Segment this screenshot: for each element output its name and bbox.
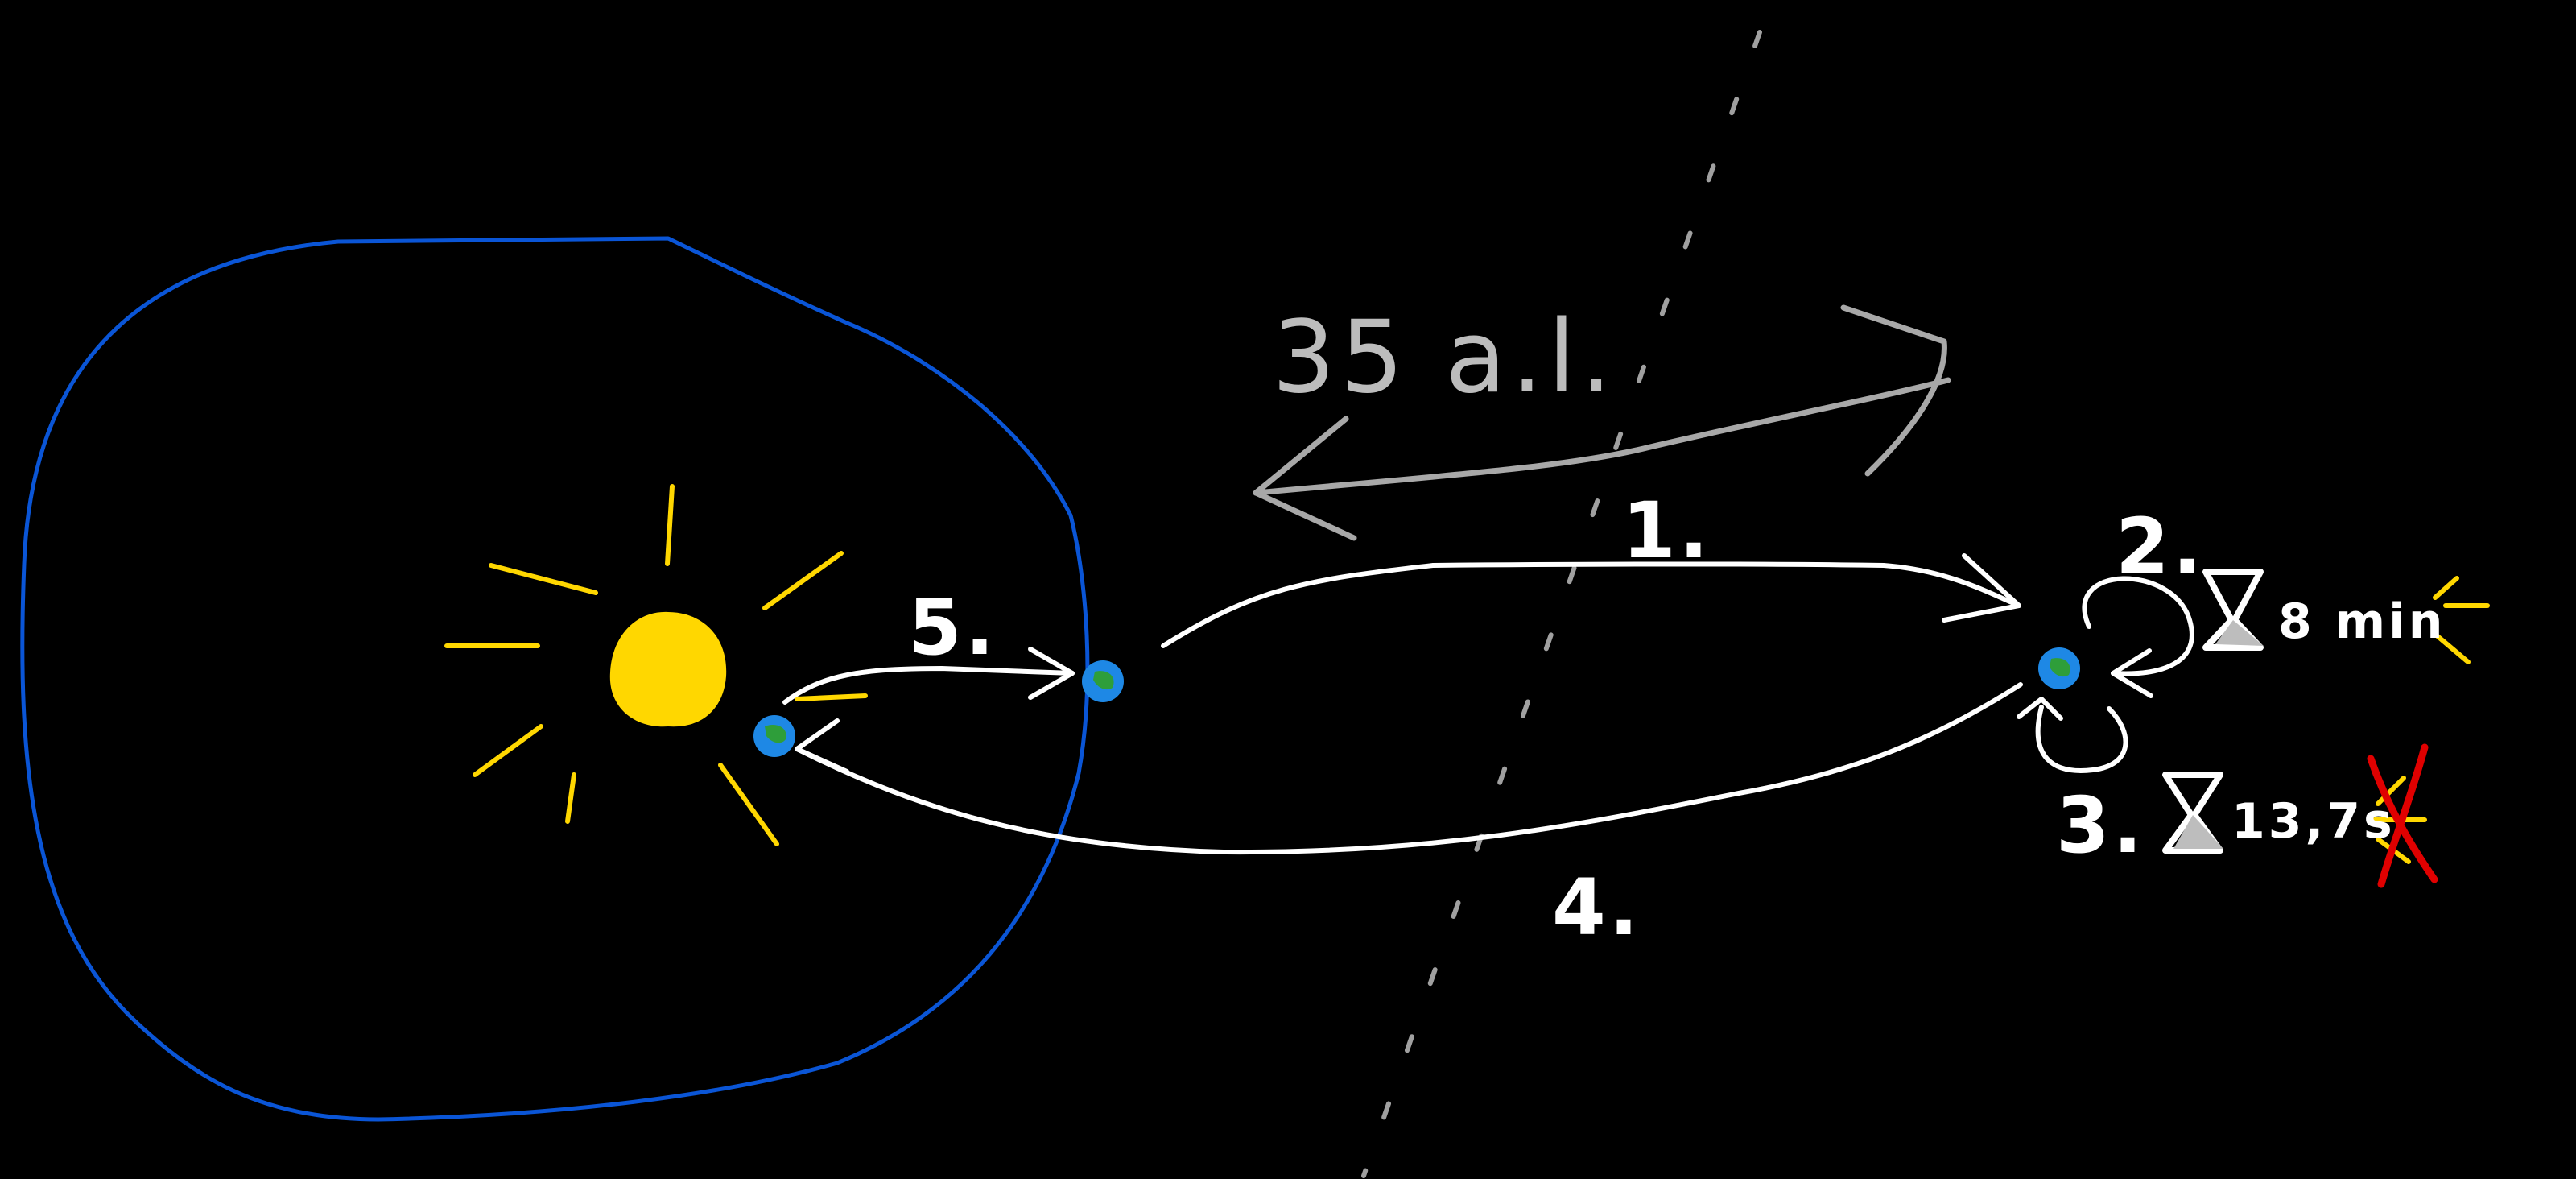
- time-label-step-2: 8 min: [2278, 594, 2446, 650]
- earth-icon-destination: [2038, 647, 2080, 689]
- path-step-4: [795, 682, 2023, 855]
- earth-icon-home: [753, 715, 795, 757]
- sun-icon: [444, 484, 868, 846]
- arrowhead-step-2: [2111, 648, 2153, 698]
- step-label-5: 5.: [908, 582, 997, 672]
- distance-label: 35 a.l.: [1272, 300, 1616, 416]
- distance-arrow-shaft: [1253, 377, 1951, 496]
- earth-icon-departure: [1082, 660, 1124, 702]
- hourglass-icon-step-2: [2202, 569, 2264, 651]
- path-step-5: [782, 666, 1075, 705]
- loop-step-3: [2035, 705, 2128, 773]
- dashed-boundary-line: [1361, 30, 1762, 1178]
- arrowhead-step-3: [2017, 697, 2063, 721]
- orbit-outline: [20, 236, 1090, 1122]
- arrowhead-step-5: [1028, 647, 1075, 700]
- distance-arrow: [1253, 304, 1951, 541]
- distance-arrow-head-right: [1840, 304, 1947, 477]
- path-step-1: [1161, 561, 2021, 648]
- light-rays-step-2: [2433, 576, 2490, 664]
- step-label-3: 3.: [2056, 780, 2145, 871]
- sun-body: [609, 611, 727, 727]
- distance-arrow-head-left: [1253, 416, 1357, 541]
- loop-step-2: [2082, 576, 2194, 676]
- cross-mark-icon: [2367, 743, 2438, 888]
- travel-paths: [782, 553, 2194, 855]
- step-label-4: 4.: [1552, 863, 1641, 953]
- step-label-1: 1.: [1622, 486, 1711, 576]
- step-label-2: 2.: [2116, 502, 2205, 592]
- arrowhead-step-1: [1942, 553, 2021, 623]
- time-label-step-3: 13,7s: [2231, 793, 2396, 850]
- hourglass-icon-step-3: [2162, 772, 2223, 854]
- arrowhead-step-4: [795, 718, 849, 774]
- sun-rays: [444, 484, 868, 846]
